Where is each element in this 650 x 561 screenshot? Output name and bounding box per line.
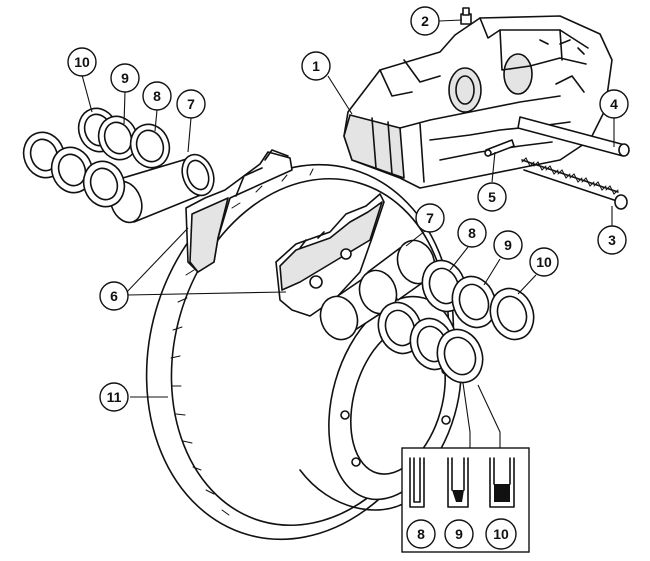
callout-10-inset: 10: [485, 518, 517, 550]
left-seals-and-pistons: [22, 107, 215, 224]
callout-1-label: 1: [312, 58, 320, 74]
callout-2: 2: [410, 6, 440, 36]
callout-1: 1: [301, 51, 331, 81]
callout-4: 4: [599, 89, 629, 119]
seal-profile-10: [489, 457, 515, 508]
callout-10-left-label: 10: [74, 54, 90, 70]
spring: [521, 157, 628, 210]
callout-8-left: 8: [142, 81, 172, 111]
retaining-pin: [484, 139, 515, 157]
callout-7-left: 7: [176, 89, 206, 119]
callout-11-label: 11: [107, 389, 122, 405]
callout-3-label: 3: [608, 232, 616, 248]
callout-9-left-label: 9: [121, 70, 129, 86]
seal-profile-8: [409, 457, 425, 508]
right-seals-and-pistons: [319, 239, 535, 384]
callout-9-inset-label: 9: [455, 526, 463, 542]
callout-10-right: 10: [529, 247, 559, 277]
callout-8-left-label: 8: [153, 88, 161, 104]
callout-9-inset: 9: [444, 519, 474, 549]
callout-5: 5: [477, 182, 507, 212]
callout-10-right-label: 10: [536, 254, 552, 270]
callout-9-right-label: 9: [504, 237, 512, 253]
callout-4-label: 4: [610, 96, 618, 112]
callout-6-label: 6: [110, 288, 118, 304]
leader-lines: [81, 19, 615, 398]
callout-8-inset: 8: [406, 519, 436, 549]
callout-8-inset-label: 8: [417, 526, 425, 542]
callout-7-right-label: 7: [426, 210, 434, 226]
callout-7-left-label: 7: [187, 96, 195, 112]
callout-10-inset-label: 10: [493, 526, 509, 542]
callout-8-right: 8: [457, 218, 487, 248]
callout-5-label: 5: [488, 189, 496, 205]
brake-pad-left: [185, 149, 293, 273]
brake-pad-right: [275, 193, 385, 317]
callout-3: 3: [597, 225, 627, 255]
guide-pin: [517, 116, 630, 157]
callout-9-right: 9: [493, 230, 523, 260]
callout-8-right-label: 8: [468, 225, 476, 241]
callout-9-left: 9: [110, 63, 140, 93]
callout-11: 11: [99, 382, 129, 412]
caliper-body: [343, 15, 613, 189]
callout-2-label: 2: [421, 13, 429, 29]
seal-profile-9: [447, 457, 469, 508]
bleed-screw: [460, 7, 472, 25]
callout-10-left: 10: [67, 47, 97, 77]
callout-6: 6: [99, 281, 129, 311]
callout-7-right: 7: [415, 203, 445, 233]
